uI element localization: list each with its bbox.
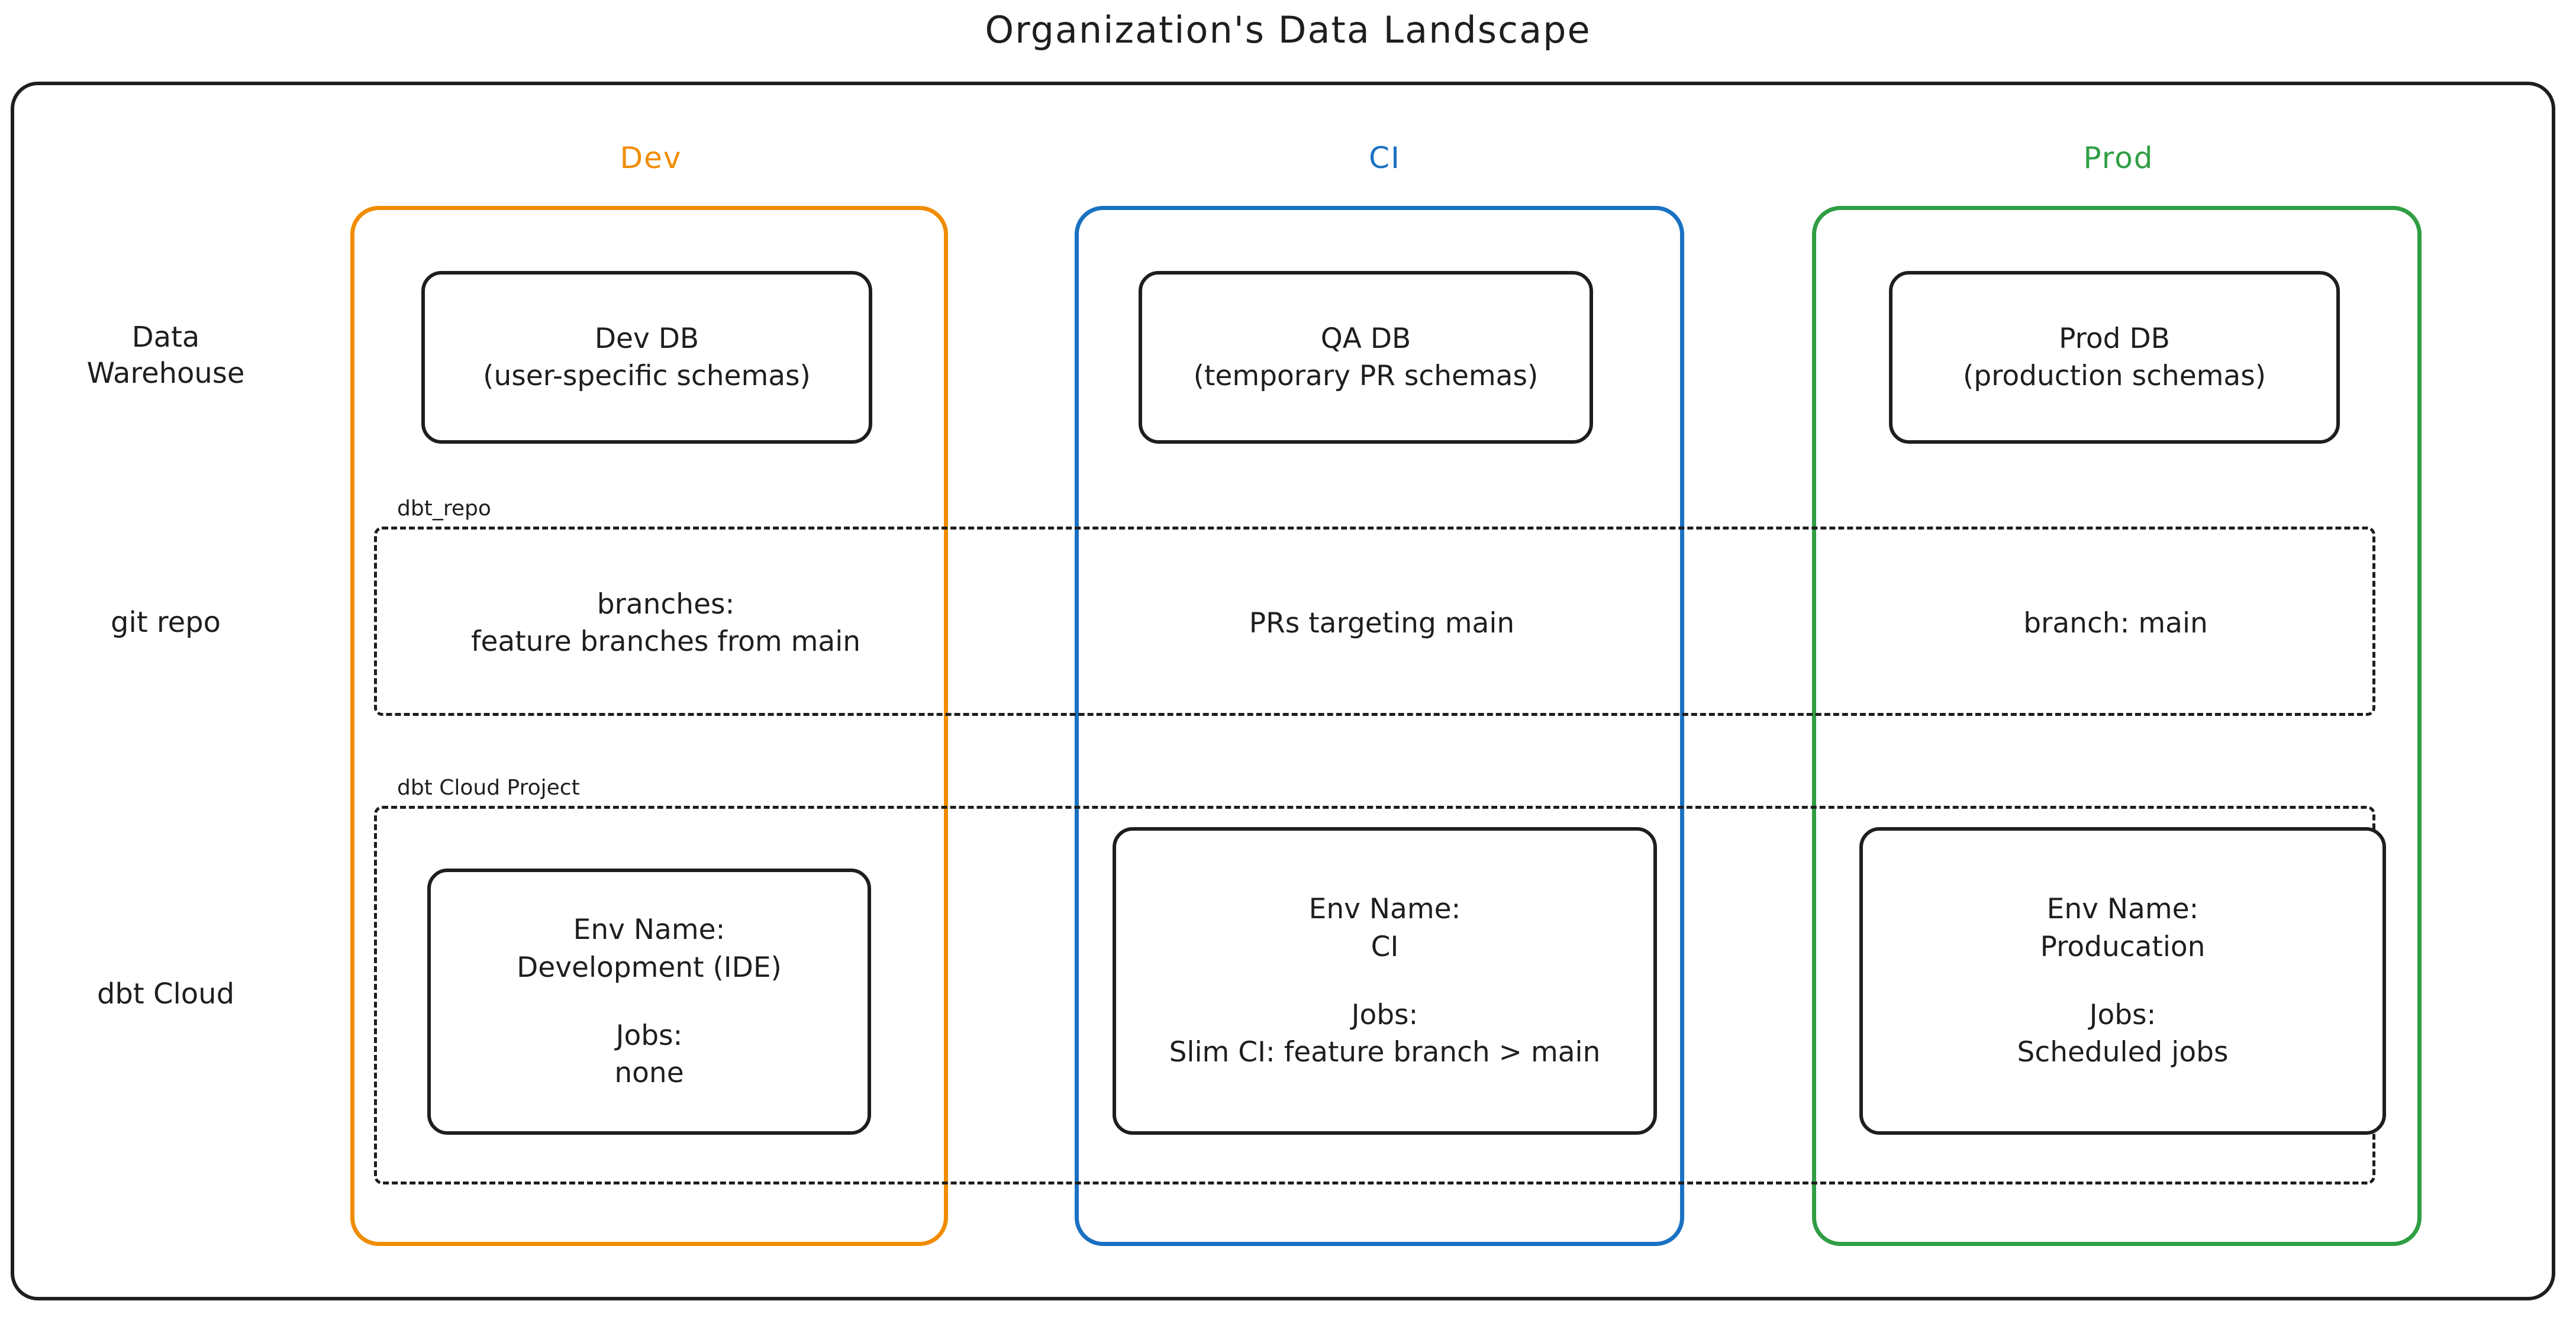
- node-dbt-cloud-dev-jobs-label: Jobs:: [615, 1019, 683, 1052]
- group-label-dbt-cloud-project: dbt Cloud Project: [391, 776, 586, 800]
- cell-git-repo-dev: branches: feature branches from main: [391, 586, 941, 661]
- node-dbt-cloud-dev-env-value: Development (IDE): [517, 951, 782, 984]
- cell-git-repo-prod: branch: main: [1840, 605, 2391, 642]
- cell-git-repo-ci: PRs targeting main: [1107, 605, 1657, 642]
- node-dbt-cloud-ci-jobs-value: Slim CI: feature branch > main: [1169, 1036, 1601, 1069]
- cell-git-repo-prod-line1: branch: main: [2023, 607, 2208, 640]
- cell-git-repo-dev-line1: branches:: [597, 588, 735, 621]
- column-header-ci: CI: [1369, 141, 1401, 175]
- node-qa-db: QA DB (temporary PR schemas): [1139, 271, 1593, 444]
- node-qa-db-title: QA DB: [1320, 322, 1411, 355]
- column-header-prod: Prod: [2083, 141, 2154, 175]
- row-label-data-warehouse: Data Warehouse: [30, 319, 302, 392]
- node-dbt-cloud-ci-env-value: CI: [1371, 930, 1399, 963]
- row-label-line2: Warehouse: [86, 357, 245, 390]
- node-dbt-cloud-prod-env-value: Producation: [2040, 930, 2206, 963]
- env-column-ci: [1075, 206, 1684, 1246]
- node-qa-db-detail: (temporary PR schemas): [1193, 360, 1539, 392]
- node-dbt-cloud-ci-jobs-label: Jobs:: [1351, 999, 1418, 1031]
- node-prod-db: Prod DB (production schemas): [1889, 271, 2340, 444]
- node-dbt-cloud-ci-env-label: Env Name:: [1308, 893, 1461, 926]
- row-label-line1: Data: [131, 321, 200, 354]
- row-label-line1: git repo: [111, 606, 221, 639]
- row-label-git-repo: git repo: [30, 605, 302, 641]
- node-dev-db: Dev DB (user-specific schemas): [421, 271, 872, 444]
- node-dbt-cloud-prod-jobs-label: Jobs:: [2089, 999, 2156, 1031]
- node-dbt-cloud-dev-env-label: Env Name:: [573, 913, 726, 947]
- group-container-dbt-repo: dbt_repo: [374, 496, 2375, 716]
- node-prod-db-title: Prod DB: [2059, 322, 2170, 355]
- env-column-dev: [350, 206, 948, 1246]
- node-dev-db-detail: (user-specific schemas): [483, 360, 811, 392]
- diagram-outer-frame: [11, 82, 2555, 1300]
- node-dbt-cloud-prod-jobs-value: Scheduled jobs: [2017, 1036, 2229, 1069]
- row-label-line1: dbt Cloud: [96, 977, 235, 1011]
- cell-git-repo-ci-line1: PRs targeting main: [1249, 607, 1515, 640]
- row-label-dbt-cloud: dbt Cloud: [30, 976, 302, 1012]
- column-header-dev: Dev: [620, 141, 682, 175]
- node-dbt-cloud-dev-jobs-value: none: [614, 1057, 684, 1090]
- page-title: Organization's Data Landscape: [985, 8, 1591, 51]
- env-column-prod: [1812, 206, 2422, 1246]
- node-dbt-cloud-ci: Env Name: CI Jobs: Slim CI: feature bran…: [1113, 827, 1657, 1135]
- node-dbt-cloud-prod: Env Name: Producation Jobs: Scheduled jo…: [1859, 827, 2386, 1135]
- node-prod-db-detail: (production schemas): [1962, 360, 2267, 392]
- cell-git-repo-dev-line2: feature branches from main: [470, 625, 861, 658]
- node-dbt-cloud-prod-env-label: Env Name:: [2046, 893, 2199, 926]
- node-dbt-cloud-dev: Env Name: Development (IDE) Jobs: none: [427, 869, 871, 1135]
- node-dev-db-title: Dev DB: [594, 322, 699, 355]
- group-label-dbt-repo: dbt_repo: [391, 496, 497, 521]
